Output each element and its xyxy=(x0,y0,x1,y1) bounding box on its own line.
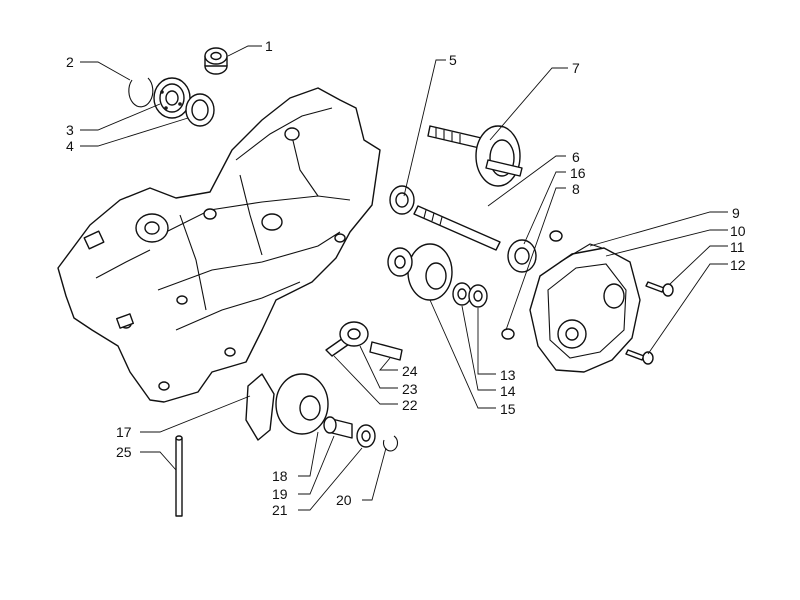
spring-part-19 xyxy=(323,416,353,439)
callout-11: 11 xyxy=(730,239,745,255)
washer-part-21 xyxy=(356,424,376,448)
layshaft-part-6 xyxy=(389,185,501,251)
screw-part-12 xyxy=(625,349,654,365)
kickstart-gear-part-18 xyxy=(245,373,329,441)
callout-labels: 1 2 3 4 5 7 6 16 8 9 10 11 12 13 14 15 2… xyxy=(66,38,746,518)
callout-25: 25 xyxy=(116,444,132,460)
callout-8: 8 xyxy=(572,181,580,197)
callout-18: 18 xyxy=(272,468,288,484)
rod-part-25 xyxy=(175,435,183,517)
callout-1: 1 xyxy=(265,38,273,54)
callout-23: 23 xyxy=(402,381,418,397)
callout-2: 2 xyxy=(66,54,74,70)
circlip-part-20 xyxy=(382,435,399,452)
oil-seal-part-4 xyxy=(185,93,215,127)
callout-4: 4 xyxy=(66,138,74,154)
callout-9: 9 xyxy=(732,205,740,221)
callout-5: 5 xyxy=(449,52,457,68)
callout-22: 22 xyxy=(402,397,418,413)
circlip-part-2 xyxy=(128,77,154,108)
callout-7: 7 xyxy=(572,60,580,76)
washer-part-13 xyxy=(468,284,488,308)
callout-16: 16 xyxy=(570,165,586,181)
callout-24: 24 xyxy=(402,363,418,379)
dowel-pin-part-8 xyxy=(501,230,563,340)
leader-lines xyxy=(80,45,728,511)
gear-part-15 xyxy=(387,243,453,301)
driven-shaft-part-7 xyxy=(427,125,523,187)
gearbox-cover-part-10 xyxy=(529,247,641,373)
crankcase-half xyxy=(57,87,381,403)
screw-part-11 xyxy=(645,281,674,297)
callout-12: 12 xyxy=(730,257,746,273)
callout-15: 15 xyxy=(500,401,516,417)
washer-part-14 xyxy=(452,282,472,306)
callout-14: 14 xyxy=(500,383,516,399)
callout-6: 6 xyxy=(572,149,580,165)
callout-13: 13 xyxy=(500,367,516,383)
bushing-part-1 xyxy=(204,47,228,75)
callout-21: 21 xyxy=(272,502,288,518)
callout-17: 17 xyxy=(116,424,132,440)
callout-3: 3 xyxy=(66,122,74,138)
callout-20: 20 xyxy=(336,492,352,508)
callout-10: 10 xyxy=(730,223,746,239)
callout-19: 19 xyxy=(272,486,288,502)
gasket-part-9 xyxy=(559,243,603,263)
bearing-part-3 xyxy=(153,77,191,119)
kickstart-parts-22-24 xyxy=(325,321,403,361)
